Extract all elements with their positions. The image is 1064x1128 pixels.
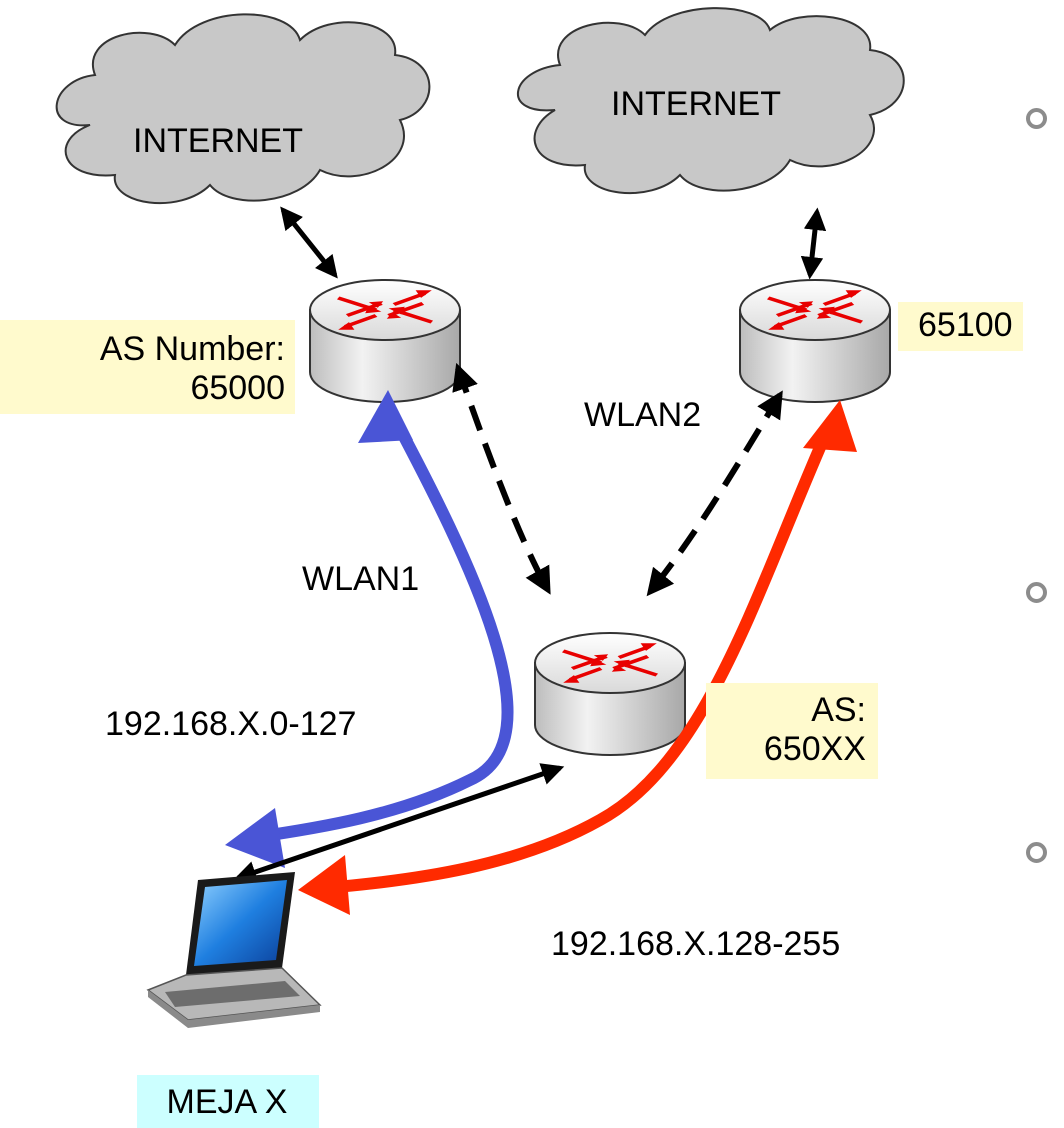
red-arrowhead-bottom [298, 855, 350, 915]
wlan1-dashed-link [452, 362, 551, 595]
as-center-line2: 650XX [763, 730, 866, 769]
router-as65000 [309, 279, 461, 403]
as-number-left-line1: AS Number: [99, 330, 285, 368]
laptop-icon [146, 872, 322, 1028]
wlan2-dashed-link [646, 390, 783, 597]
bullet-1 [1026, 108, 1047, 129]
as-number-right-box: 65100 [898, 302, 1023, 352]
blue-arrowhead-bottom [225, 808, 285, 868]
subnet-blue-label: 192.168.X.0-127 [105, 705, 357, 743]
router-as650xx [534, 632, 686, 756]
cloud-left-label: INTERNET [133, 122, 303, 160]
blue-arrowhead-top [358, 390, 413, 443]
cloud-right-label: INTERNET [611, 85, 781, 123]
client-link [233, 763, 565, 883]
blue-path [249, 407, 514, 844]
as-number-left-line2: 65000 [190, 369, 285, 408]
cloud-left [55, 13, 431, 205]
uplink-left [280, 206, 338, 279]
client-label: MEJA X [137, 1075, 319, 1128]
bullet-2 [1026, 582, 1047, 603]
router-as65100 [739, 279, 891, 403]
wlan2-label: WLAN2 [584, 396, 702, 434]
as-center-box: AS: 650XX [706, 683, 878, 780]
bullet-3 [1026, 842, 1047, 863]
as-center-line1: AS: [811, 691, 866, 729]
cloud-right [516, 7, 905, 195]
subnet-red-label: 192.168.X.128-255 [551, 925, 841, 963]
as-number-left-box: AS Number: 65000 [0, 320, 295, 415]
uplink-right [800, 207, 827, 280]
wlan1-label: WLAN1 [302, 560, 420, 598]
red-arrowhead-top [803, 400, 857, 452]
